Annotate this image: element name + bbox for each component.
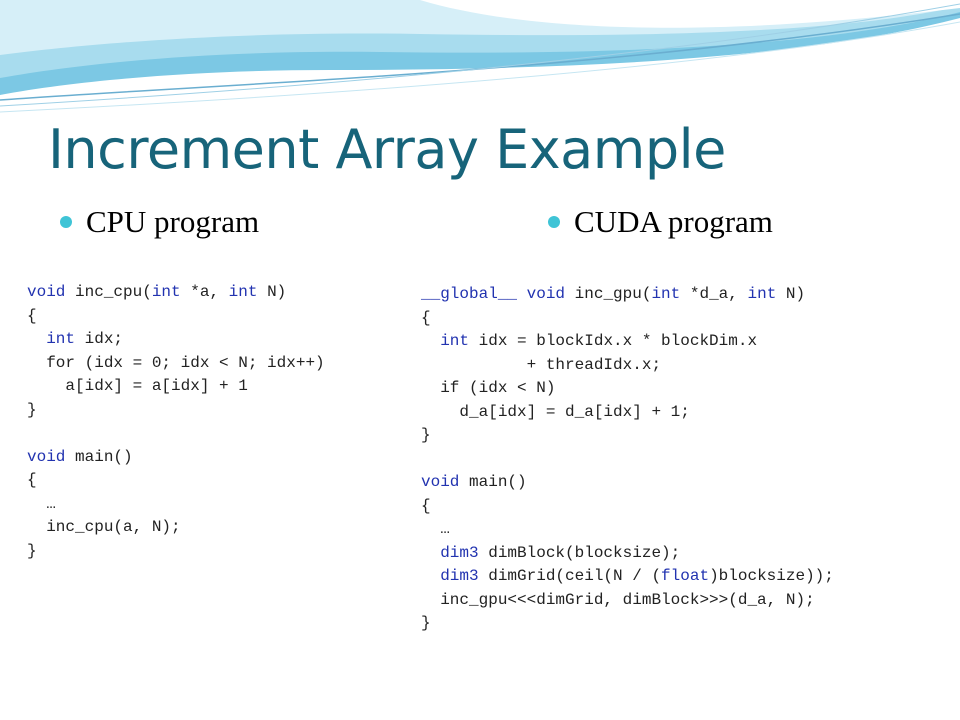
code-text: inc_cpu(a, N); — [27, 518, 181, 536]
code-keyword: void — [27, 283, 66, 301]
code-text: inc_cpu( — [65, 283, 152, 301]
code-line: } — [27, 399, 325, 423]
code-line: for (idx = 0; idx < N; idx++) — [27, 352, 325, 376]
code-text: { — [27, 306, 37, 325]
code-line: + threadIdx.x; — [421, 354, 834, 378]
code-line: dim3 dimGrid(ceil(N / (float)blocksize))… — [421, 565, 834, 589]
code-text: { — [421, 308, 431, 327]
code-text — [421, 567, 440, 585]
code-line: inc_gpu<<<dimGrid, dimBlock>>>(d_a, N); — [421, 589, 834, 613]
code-text: + threadIdx.x; — [421, 355, 662, 374]
bullet-cuda-program: CUDA program — [548, 204, 773, 240]
code-line: } — [27, 540, 325, 564]
code-text: … — [27, 494, 56, 513]
code-text — [421, 544, 440, 562]
code-line: } — [421, 424, 834, 448]
code-text — [517, 285, 527, 303]
code-text: a[idx] = a[idx] + 1 — [27, 377, 248, 395]
code-line: { — [27, 305, 325, 329]
code-keyword: void — [526, 285, 566, 303]
code-text: main() — [459, 473, 527, 491]
code-keyword: int — [151, 283, 181, 301]
bullet-dot-icon — [60, 216, 72, 228]
code-text: dimGrid(ceil(N / ( — [478, 567, 662, 585]
slide-title: Increment Array Example — [48, 118, 726, 181]
code-text: for (idx = 0; idx < N; idx++) — [27, 353, 325, 372]
code-keyword: int — [440, 332, 470, 350]
code-line — [27, 422, 325, 446]
code-keyword: int — [228, 283, 258, 301]
code-line: a[idx] = a[idx] + 1 — [27, 375, 325, 399]
header-wave-decoration — [0, 0, 960, 113]
code-text: idx = blockIdx.x * blockDim.x — [469, 332, 758, 350]
code-line: void main() — [421, 471, 834, 495]
code-text: *a, — [180, 283, 229, 301]
code-keyword: dim3 — [440, 543, 479, 562]
code-keyword: dim3 — [440, 567, 479, 585]
bullet-cuda-label: CUDA program — [574, 204, 773, 239]
code-text: d_a[idx] = d_a[idx] + 1; — [421, 402, 690, 421]
code-keyword: __global__ — [421, 285, 518, 303]
code-line: if (idx < N) — [421, 377, 834, 401]
code-line: void inc_cpu(int *a, int N) — [27, 281, 325, 305]
code-text: *d_a, — [680, 285, 748, 303]
bullet-dot-icon — [548, 216, 560, 228]
code-line: int idx = blockIdx.x * blockDim.x — [421, 330, 834, 354]
code-text: if (idx < N) — [421, 379, 556, 397]
code-keyword: void — [27, 447, 66, 466]
cpu-code-block: void inc_cpu(int *a, int N){ int idx; fo… — [27, 281, 325, 563]
code-text: { — [27, 471, 37, 489]
code-text: } — [27, 400, 37, 419]
code-text: { — [421, 496, 431, 515]
code-text: inc_gpu<<<dimGrid, dimBlock>>>(d_a, N); — [421, 590, 815, 609]
code-line: dim3 dimBlock(blocksize); — [421, 542, 834, 566]
code-text: N) — [257, 283, 287, 301]
code-line: { — [421, 495, 834, 519]
code-keyword: int — [747, 285, 777, 303]
code-text: )blocksize)); — [709, 567, 834, 585]
code-keyword: int — [651, 285, 681, 303]
code-text: } — [421, 614, 431, 632]
code-line: void main() — [27, 446, 325, 470]
code-line: … — [27, 493, 325, 517]
code-line: d_a[idx] = d_a[idx] + 1; — [421, 401, 834, 425]
code-line: int idx; — [27, 328, 325, 352]
code-line: … — [421, 518, 834, 542]
code-text — [421, 332, 440, 350]
code-keyword: int — [46, 330, 76, 348]
code-text — [27, 330, 46, 348]
code-line: inc_cpu(a, N); — [27, 516, 325, 540]
cuda-code-block: __global__ void inc_gpu(int *d_a, int N)… — [421, 283, 834, 636]
bullet-cpu-program: CPU program — [60, 204, 259, 240]
bullet-cpu-label: CPU program — [86, 204, 260, 239]
code-line: { — [27, 469, 325, 493]
code-text: } — [27, 541, 37, 560]
code-text: N) — [776, 285, 806, 303]
code-text: dimBlock(blocksize); — [478, 543, 681, 562]
code-text: … — [421, 520, 450, 538]
code-text: idx; — [75, 330, 124, 348]
code-text: inc_gpu( — [565, 285, 652, 303]
code-line: } — [421, 612, 834, 636]
code-text: main() — [65, 447, 133, 466]
code-keyword: void — [421, 473, 460, 491]
code-line: { — [421, 307, 834, 331]
code-text: } — [421, 426, 431, 444]
code-keyword: float — [661, 567, 710, 585]
code-line — [421, 448, 834, 472]
code-line: __global__ void inc_gpu(int *d_a, int N) — [421, 283, 834, 307]
